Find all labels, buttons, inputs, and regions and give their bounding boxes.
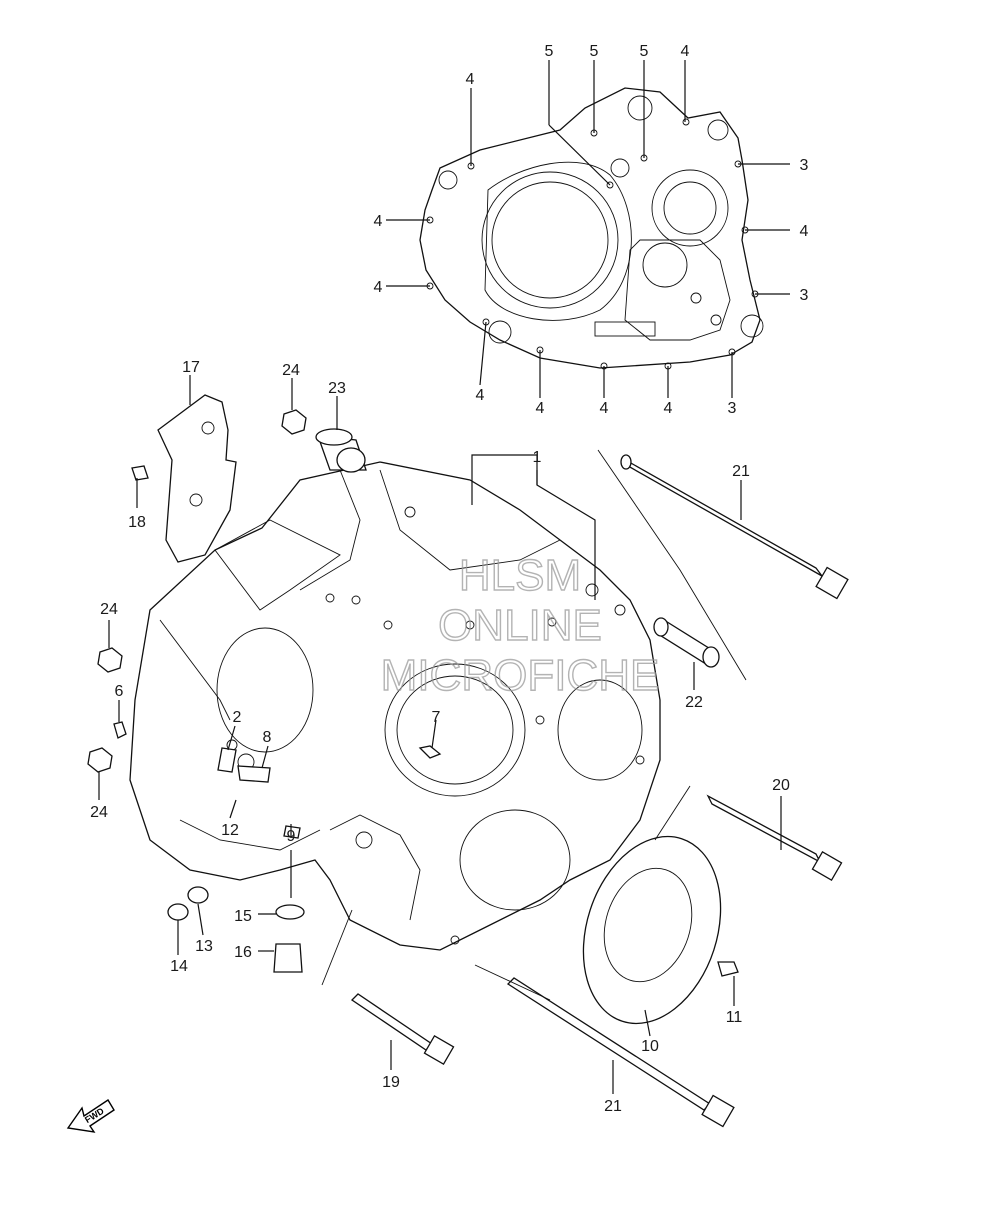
callout-4: 4 [476,387,485,404]
bolt-20 [706,794,843,882]
crankcase-gasket [419,87,764,370]
callout-18: 18 [128,514,146,531]
nut-24-top [281,409,307,435]
callout-12: 12 [221,822,239,839]
crankcase-assembly [129,461,661,951]
callout-13: 13 [195,938,213,955]
callout-10: 10 [641,1038,659,1055]
small-parts [113,465,739,977]
callout-11: 11 [726,1009,743,1026]
callout-22: 22 [685,694,703,711]
callout-5: 5 [640,43,649,60]
callout-3: 3 [800,157,809,174]
callout-24: 24 [90,804,108,821]
callout-4: 4 [374,213,383,230]
callout-19: 19 [382,1074,400,1091]
callout-4: 4 [536,400,545,417]
nut-24-left [97,647,123,673]
callout-4: 4 [681,43,690,60]
callout-24: 24 [282,362,300,379]
watermark-line-3: MICROFICHE [381,651,660,700]
callout-15: 15 [234,908,252,925]
watermark-line-2: ONLINE [438,601,602,650]
bracket [157,394,237,563]
callout-5: 5 [590,43,599,60]
callout-16: 16 [234,944,252,961]
watermark: HLSM ONLINE MICROFICHE [380,550,660,700]
callout-24: 24 [100,601,118,618]
callout-3: 3 [728,400,737,417]
bolt-19 [350,993,455,1066]
fwd-arrow-icon: FWD [66,1099,115,1133]
callout-4: 4 [600,400,609,417]
dowel-23 [315,428,367,473]
callout-20: 20 [772,777,790,794]
leader-lines [98,60,790,1094]
dowel-22 [653,617,720,668]
callout-9: 9 [287,828,296,845]
watermark-line-1: HLSM [459,551,581,600]
callout-4: 4 [374,279,383,296]
callout-6: 6 [115,683,124,700]
bolt-21-top [620,454,849,600]
callout-8: 8 [263,729,272,746]
callout-21: 21 [732,463,750,480]
callout-7: 7 [432,709,441,726]
callout-labels: 4 5 5 5 4 3 4 4 4 3 4 4 4 4 3 17 24 23 1… [90,43,808,1115]
callout-21: 21 [604,1098,622,1115]
callout-3: 3 [800,287,809,304]
callout-4: 4 [800,223,809,240]
nut-24-lower [87,747,113,773]
callout-1: 1 [533,449,542,466]
callout-2: 2 [233,709,242,726]
callout-17: 17 [182,359,200,376]
cover-plate [582,835,722,1025]
callout-14: 14 [170,958,188,975]
callout-5: 5 [545,43,554,60]
callout-23: 23 [328,380,346,397]
bolt-21-bottom [506,977,735,1128]
callout-4: 4 [664,400,673,417]
callout-4: 4 [466,71,475,88]
